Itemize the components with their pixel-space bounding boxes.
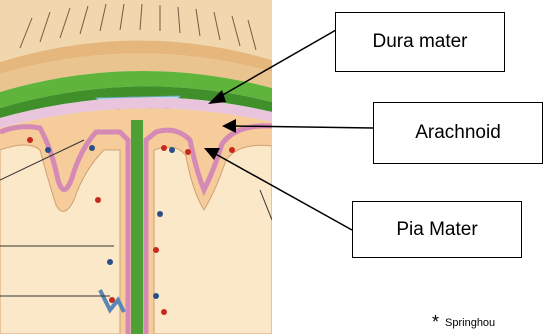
credit-asterisk: * (432, 312, 439, 332)
pia-mater-label: Pia Mater (352, 201, 522, 258)
credit-text: Springhou (445, 317, 495, 329)
falx-cerebri (131, 120, 143, 334)
arachnoid-label: Arachnoid (373, 102, 543, 164)
meninges-illustration (0, 0, 272, 334)
dura-mater-label: Dura mater (335, 12, 505, 72)
dura-mater-text: Dura mater (372, 31, 467, 53)
pia-mater-text: Pia Mater (396, 219, 477, 241)
arachnoid-text: Arachnoid (415, 122, 501, 144)
source-credit: * Springhou (432, 312, 495, 333)
